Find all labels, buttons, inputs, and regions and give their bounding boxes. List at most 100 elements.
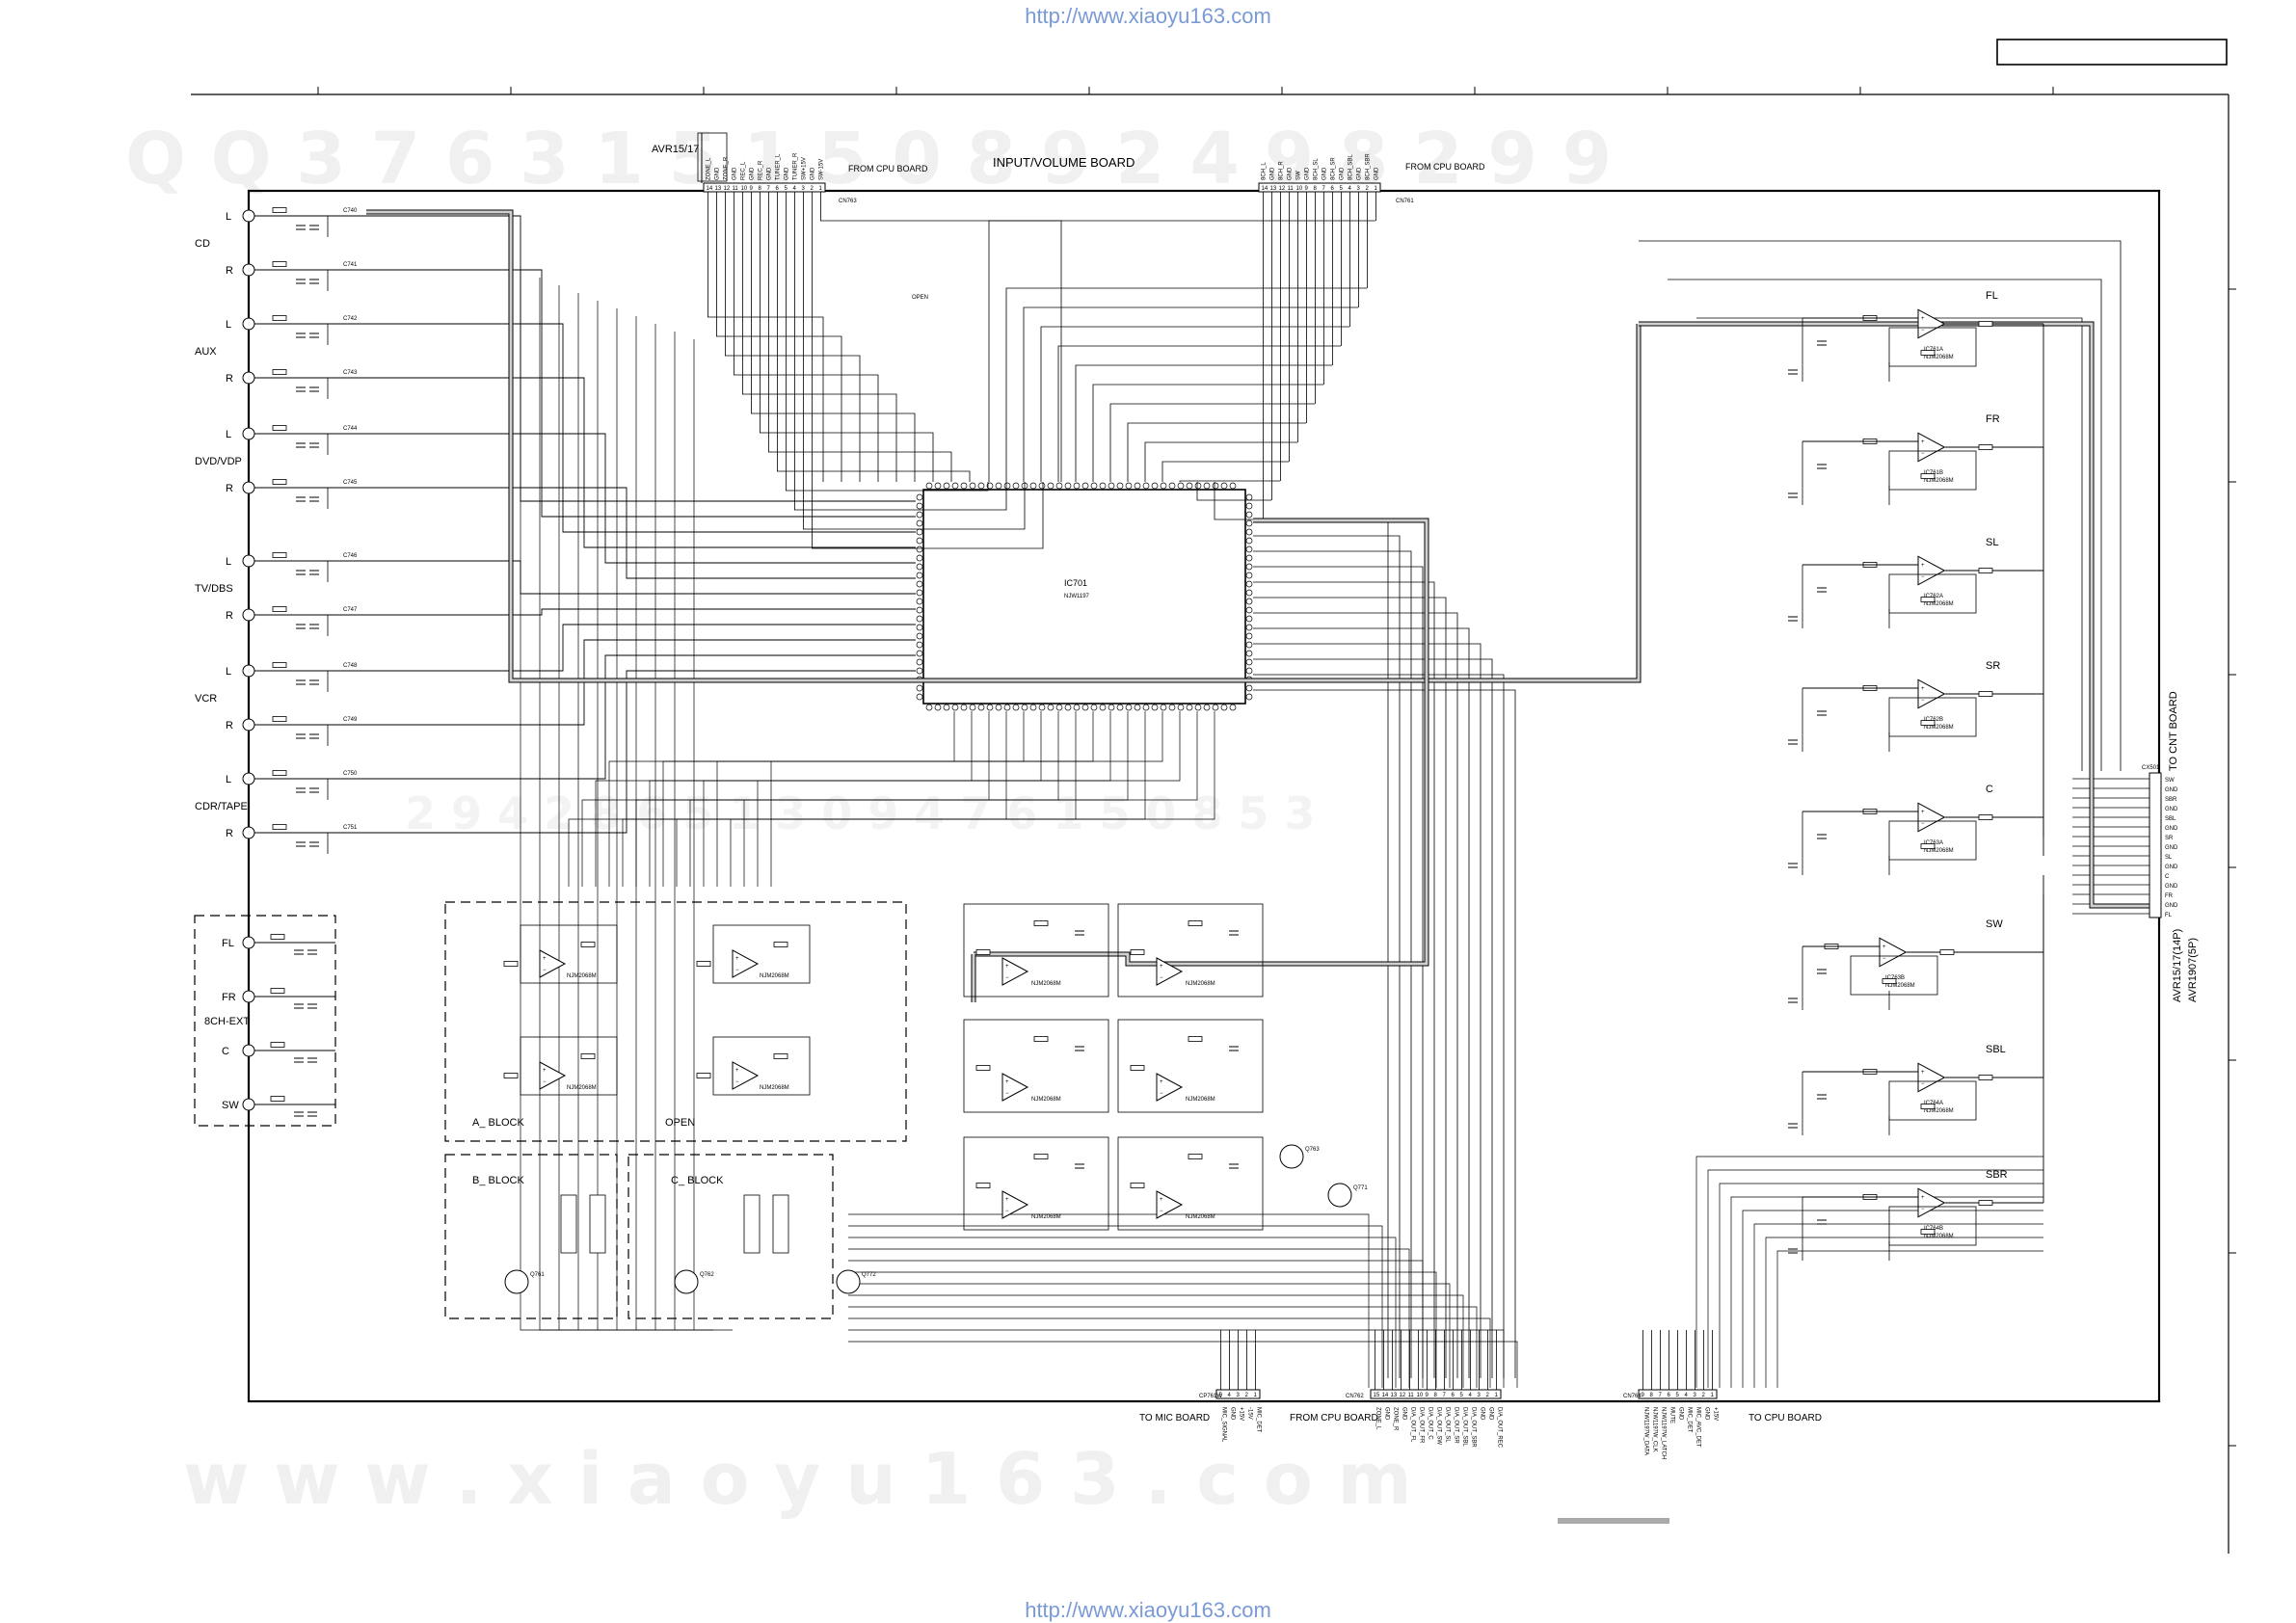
- highlight-outer: [974, 540, 1429, 967]
- ic-pin: [1168, 704, 1176, 711]
- ic-pin: [916, 598, 923, 605]
- ic-pin: [1160, 704, 1167, 711]
- block-opamp: [539, 1061, 567, 1090]
- ext-channel-c: C: [222, 1046, 229, 1057]
- to-cnt-label: TO CNT BOARD: [2168, 691, 2179, 771]
- watermark-url-bottom: http://www.xiaoyu163.com: [1025, 1598, 1271, 1622]
- pin-label: GND: [1384, 1407, 1390, 1421]
- resistor: [1978, 691, 1993, 697]
- ic-pin: [1245, 511, 1253, 519]
- top-route: [1092, 384, 1323, 482]
- ic-pin: [1220, 704, 1228, 711]
- pin-number: 5: [1219, 1393, 1223, 1398]
- ext-block-outline: [194, 915, 336, 1127]
- channel-label: L: [226, 429, 231, 440]
- resistor: [1882, 978, 1897, 984]
- pin-number: 13: [1270, 186, 1277, 192]
- resistor: [773, 942, 788, 947]
- pin-label: GND: [1678, 1407, 1684, 1421]
- switch-frame: [697, 132, 728, 182]
- ic-pin: [1064, 704, 1072, 711]
- output-name-fl: FL: [1986, 290, 1998, 302]
- ic-pin: [1212, 704, 1219, 711]
- pin-label: TUNER_R: [793, 152, 799, 180]
- output-amplifiers: FL+−IC761ANJM2068MFR+−IC761BNJM2068MSL+−…: [1788, 290, 2044, 1261]
- pin-label: NJW1197W_DATA: [1643, 1407, 1649, 1455]
- resistor: [1188, 920, 1203, 926]
- pin-label: GND: [1270, 167, 1276, 180]
- input-name-vcr: VCR: [195, 693, 217, 705]
- output-opamp: [1917, 308, 1946, 339]
- to-cpu-label: TO CPU BOARD: [1749, 1413, 1822, 1423]
- transistor: [504, 1269, 529, 1294]
- bottom-route: [595, 711, 1181, 887]
- resistor: [1920, 473, 1936, 479]
- from-cpu-bottom-label: FROM CPU BOARD: [1290, 1413, 1378, 1423]
- bus-right: [1253, 674, 1505, 1378]
- bottom-bus: [848, 1225, 1383, 1388]
- bottom-bus: [848, 1294, 1464, 1388]
- ic-pin: [1245, 667, 1253, 675]
- rca-jack: [242, 371, 255, 385]
- input-route: [366, 487, 916, 579]
- bus-right: [1253, 643, 1482, 1378]
- opamp-feedback-loop: [1117, 1136, 1264, 1231]
- watermark-digits-top: Q Q 3 7 6 3 1 5 1 5 0 8 9 2 4 9 8 2 9 9: [125, 118, 1612, 200]
- part-label: C750: [343, 771, 358, 777]
- resistor: [1920, 597, 1936, 602]
- bottom-bus: [1742, 1210, 2043, 1388]
- top-route: [768, 451, 952, 482]
- output-name-fr: FR: [1986, 413, 2000, 425]
- ic-pin: [1081, 704, 1089, 711]
- ic-pin: [916, 641, 923, 649]
- pin-label: NJW1197W_LATCH: [1661, 1407, 1667, 1459]
- input-name-cd: CD: [195, 238, 210, 250]
- resistor: [1978, 814, 1993, 820]
- bottom-bus: [1719, 1183, 2043, 1388]
- top-route: [786, 482, 989, 492]
- ic-pin: [1108, 482, 1115, 490]
- pin-label: 8CH_L: [1262, 162, 1268, 180]
- pin-number: 11: [1288, 186, 1295, 192]
- part-label: C744: [343, 426, 358, 432]
- output-name-sbr: SBR: [1986, 1169, 2008, 1181]
- ic-pin: [1038, 704, 1046, 711]
- feedback-loop: [1888, 573, 1977, 614]
- pin-label: GND: [1402, 1407, 1407, 1421]
- feedback-loop: [1888, 820, 1977, 861]
- top-route: [988, 220, 1375, 482]
- channel-label: L: [226, 556, 231, 568]
- pin-label: GND: [1340, 167, 1346, 180]
- opamp-plus: +: [1921, 316, 1925, 322]
- ic-pin: [1073, 704, 1081, 711]
- opamp-part: NJM2068M: [567, 1085, 597, 1091]
- pin-label: GND: [733, 167, 738, 180]
- opamp-plus: +: [1160, 964, 1163, 970]
- resistor: [1188, 1154, 1203, 1159]
- ic-pin: [1012, 482, 1020, 490]
- ic-pin: [1245, 563, 1253, 571]
- cnt-pin-label: GND: [2165, 807, 2178, 812]
- ic-pin: [916, 572, 923, 579]
- output-ic-part: NJM2068M: [1924, 601, 1954, 607]
- resistor: [975, 949, 991, 955]
- opamp-plus: +: [1005, 1197, 1009, 1203]
- bottom-bus: [848, 1260, 1424, 1388]
- ic-pin: [1229, 704, 1237, 711]
- feedback-loop: [520, 1036, 618, 1096]
- cnt-pin-label: C: [2165, 874, 2170, 880]
- opamp-minus: −: [1005, 1091, 1009, 1097]
- top-route: [1161, 461, 1289, 482]
- channel-label: R: [226, 720, 233, 732]
- feedback-loop: [1888, 450, 1977, 491]
- top-route: [1109, 403, 1315, 482]
- ic-pin: [925, 482, 933, 490]
- resistor: [270, 1096, 285, 1102]
- ic-pin: [1245, 545, 1253, 553]
- bus-right: [1253, 597, 1447, 1378]
- opamp-part: NJM2068M: [760, 1085, 789, 1091]
- output-ic: IC762B: [1924, 717, 1943, 723]
- bottom-bus: [848, 1271, 1437, 1388]
- feedback-loop: [1888, 1206, 1977, 1246]
